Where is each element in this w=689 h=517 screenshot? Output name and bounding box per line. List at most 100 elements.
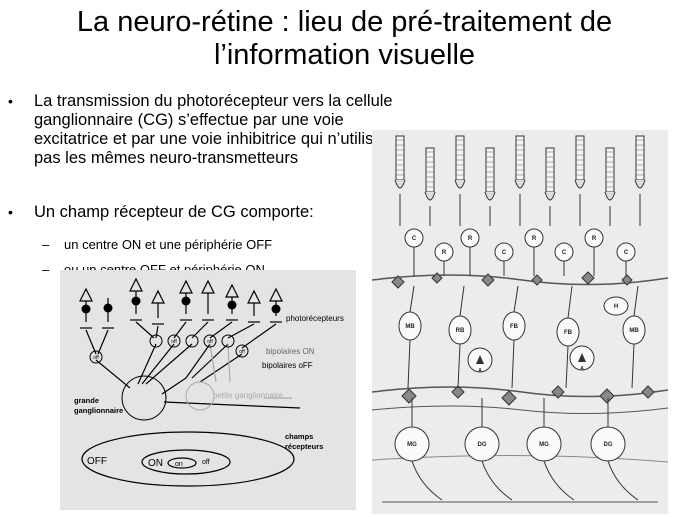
bipolar-axon bbox=[511, 339, 515, 389]
label-field-off-small: off bbox=[202, 459, 210, 466]
receptive-field-drawing: off off off off bbox=[79, 277, 301, 487]
photoreceptor-outer-segment bbox=[605, 147, 615, 193]
photoreceptor-on bbox=[151, 289, 165, 304]
label-bipolaires-on: bipolaires ON bbox=[266, 347, 315, 356]
inner-segment bbox=[604, 191, 616, 201]
photoreceptor-outer-segment bbox=[545, 147, 555, 193]
retina-cell-label: MG bbox=[407, 442, 417, 448]
bullet-marker: • bbox=[8, 93, 13, 109]
label-field-on: ON bbox=[148, 458, 163, 469]
retina-cell-label: R bbox=[532, 236, 537, 242]
small-ganglion-cell bbox=[185, 381, 215, 411]
photoreceptor-body bbox=[131, 296, 141, 306]
bipolar-axon bbox=[407, 339, 411, 389]
ganglion-axon bbox=[411, 460, 443, 501]
inner-plexiform-layer bbox=[372, 386, 668, 398]
bipolar-dendrite bbox=[633, 285, 639, 317]
inner-segment bbox=[484, 191, 496, 201]
bipolar-on bbox=[235, 344, 249, 358]
retina-cell-label: C bbox=[562, 250, 567, 256]
slide-title: La neuro-rétine : lieu de pré-traitement… bbox=[0, 6, 689, 72]
inner-segment bbox=[424, 191, 436, 201]
retina-cell-label: R bbox=[592, 236, 597, 242]
outer-plexiform-layer bbox=[372, 274, 668, 286]
bipolar-off-tag: off bbox=[207, 339, 213, 345]
retina-cell-label: A bbox=[478, 368, 482, 374]
label-petite-ganglionnaire: petite ganglionnaire bbox=[213, 391, 283, 400]
inner-segment bbox=[454, 179, 466, 189]
retina-cell-label: R bbox=[468, 236, 473, 242]
retina-cell-label: C bbox=[412, 236, 417, 242]
retina-cell-label: FB bbox=[510, 324, 519, 330]
photoreceptor-outer-segment bbox=[485, 147, 495, 193]
photoreceptor-on bbox=[201, 279, 215, 294]
bipolar-dendrite bbox=[513, 285, 519, 313]
retina-cell-label: A bbox=[580, 366, 584, 372]
ganglion-axon bbox=[607, 460, 639, 501]
title-line-1: La neuro-rétine : lieu de pré-traitement… bbox=[76, 6, 613, 38]
bipolar-on bbox=[149, 334, 163, 348]
photoreceptor-outer-segment bbox=[395, 135, 405, 181]
amacrine-mark bbox=[476, 355, 484, 364]
bipolar-off bbox=[89, 350, 103, 364]
bipolar-off bbox=[203, 334, 217, 348]
ganglion-axon bbox=[481, 460, 513, 501]
inner-segment bbox=[634, 179, 646, 189]
photoreceptor-body bbox=[81, 304, 91, 314]
label-field-on-small: on bbox=[175, 461, 183, 468]
bipolar-off-tag: off bbox=[239, 349, 245, 355]
retina-cell-label: C bbox=[624, 250, 629, 256]
photoreceptor-off bbox=[247, 289, 261, 304]
retina-cell-label: C bbox=[502, 250, 507, 256]
photoreceptor-outer-segment bbox=[575, 135, 585, 181]
retina-cell-label: R bbox=[442, 250, 447, 256]
photoreceptor-body bbox=[227, 300, 237, 310]
inner-segment bbox=[574, 179, 586, 189]
sub-bullet-marker: – bbox=[42, 262, 50, 277]
sub-bullet-marker: – bbox=[42, 237, 50, 252]
retina-cell-label: MB bbox=[629, 328, 639, 334]
retina-layers-drawing: C R R C R C R C H MB RB FB FB MB A A MG DG MG DG bbox=[372, 130, 668, 514]
photoreceptor-off bbox=[129, 277, 143, 292]
retina-cell-label: DG bbox=[478, 442, 487, 448]
photoreceptor-off bbox=[79, 287, 93, 302]
retina-cell-label: MG bbox=[539, 442, 549, 448]
photoreceptor-on bbox=[225, 283, 239, 298]
photoreceptor-off bbox=[269, 287, 283, 302]
bipolar-axon bbox=[631, 343, 635, 389]
photoreceptor-on bbox=[179, 279, 193, 294]
bipolar-off bbox=[167, 334, 181, 348]
bipolar-dendrite bbox=[409, 285, 415, 313]
amacrine-mark bbox=[578, 353, 586, 362]
photoreceptor-outer-segment bbox=[455, 135, 465, 181]
bipolar-off-tag: off bbox=[93, 355, 99, 361]
ganglion-axon bbox=[543, 460, 575, 501]
bipolar-on bbox=[221, 334, 235, 348]
photoreceptor-outer-segment bbox=[635, 135, 645, 181]
retina-cell-label: FB bbox=[564, 330, 573, 336]
retina-cell-label: H bbox=[614, 304, 618, 310]
inner-segment bbox=[514, 179, 526, 189]
photoreceptor-body bbox=[103, 303, 113, 313]
retina-cell-label: MB bbox=[405, 324, 415, 330]
bipolar-dendrite bbox=[567, 285, 573, 319]
bipolar-off-tag: off bbox=[171, 339, 177, 345]
retina-cell-label: RB bbox=[456, 328, 465, 334]
title-line-2: l’information visuelle bbox=[213, 39, 476, 71]
photoreceptor-body bbox=[181, 296, 191, 306]
large-ganglion-cell bbox=[121, 375, 167, 421]
inner-segment bbox=[394, 179, 406, 189]
inner-segment bbox=[544, 191, 556, 201]
inner-plexiform-layer-lower bbox=[372, 405, 668, 415]
horizontal-cell bbox=[603, 296, 629, 316]
photoreceptor-body bbox=[271, 304, 281, 314]
bipolar-axon bbox=[565, 345, 569, 389]
bullet-1-text: La transmission du photorécepteur vers l… bbox=[34, 92, 397, 167]
photoreceptor-outer-segment bbox=[425, 147, 435, 193]
retina-cell-label: DG bbox=[604, 442, 613, 448]
label-photorecepteurs: photorécepteurs bbox=[286, 314, 344, 323]
bullet-2-text: Un champ récepteur de CG comporte: bbox=[34, 203, 314, 221]
retina-layers-svg: C R R C R C R C H MB RB FB FB MB A A MG DG MG DG bbox=[372, 135, 668, 503]
